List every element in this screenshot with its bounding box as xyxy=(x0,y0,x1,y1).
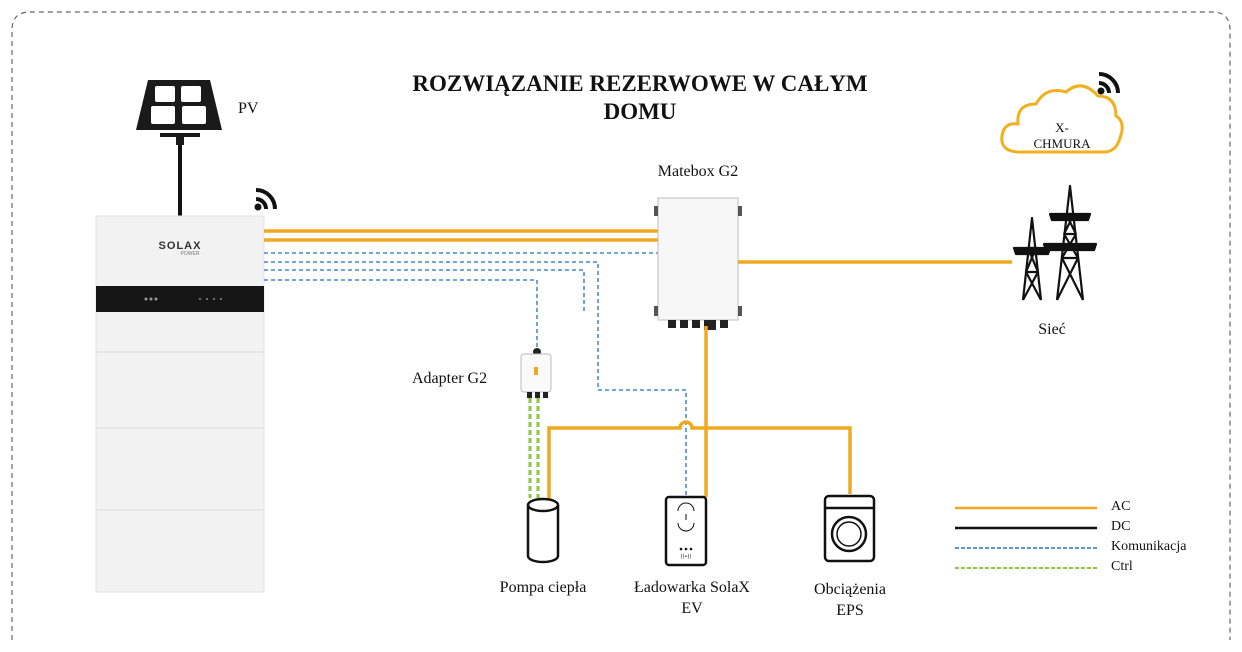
inverter-brand-sub: POWER xyxy=(180,251,200,257)
eps-loads-label-line-2: EPS xyxy=(836,602,864,619)
cloud-label-line-2: CHMURA xyxy=(1033,136,1091,151)
legend-comm-label: Komunikacja xyxy=(1111,539,1187,554)
heat-pump-icon xyxy=(526,497,560,564)
pv-label: PV xyxy=(238,100,259,117)
inverter-tower xyxy=(95,215,265,593)
heat-pump-label: Pompa ciepła xyxy=(499,579,587,596)
washing-machine-icon xyxy=(823,494,876,563)
title-line-1: ROZWIĄZANIE REZERWOWE W CAŁYM xyxy=(412,71,868,96)
matebox-device xyxy=(654,197,742,330)
adapter-device xyxy=(520,348,552,398)
power-pylon-icon xyxy=(1012,184,1098,301)
ev-charger-icon: ((•)) xyxy=(664,495,708,567)
ev-charger-label-line-1: Ładowarka SolaX xyxy=(634,579,750,596)
ac-load-bus xyxy=(547,326,852,500)
inverter-brand-label: SOLAX xyxy=(158,240,202,252)
legend-lines xyxy=(955,506,1097,569)
eps-loads-label-line-1: Obciążenia xyxy=(814,581,886,598)
cloud-label-line-1: X- xyxy=(1055,120,1069,135)
matebox-label: Matebox G2 xyxy=(657,163,739,180)
solar-panel-icon xyxy=(136,80,222,145)
title-line-2: DOMU xyxy=(603,99,677,124)
grid-label: Sieć xyxy=(1038,321,1066,338)
wifi-icon-inverter xyxy=(254,188,277,211)
legend-ctrl-label: Ctrl xyxy=(1111,559,1133,574)
comm-lines xyxy=(264,252,687,505)
ev-charger-label-line-2: EV xyxy=(681,600,703,617)
ctrl-lines xyxy=(528,398,540,498)
adapter-label: Adapter G2 xyxy=(412,370,488,387)
wifi-icon-cloud xyxy=(1097,72,1120,95)
cloud-icon xyxy=(1000,84,1124,154)
svg-text:((•)): ((•)) xyxy=(681,554,692,560)
legend-dc-label: DC xyxy=(1111,519,1131,534)
diagram-title: ROZWIĄZANIE REZERWOWE W CAŁYM DOMU xyxy=(340,70,940,126)
legend-ac-label: AC xyxy=(1111,499,1131,514)
